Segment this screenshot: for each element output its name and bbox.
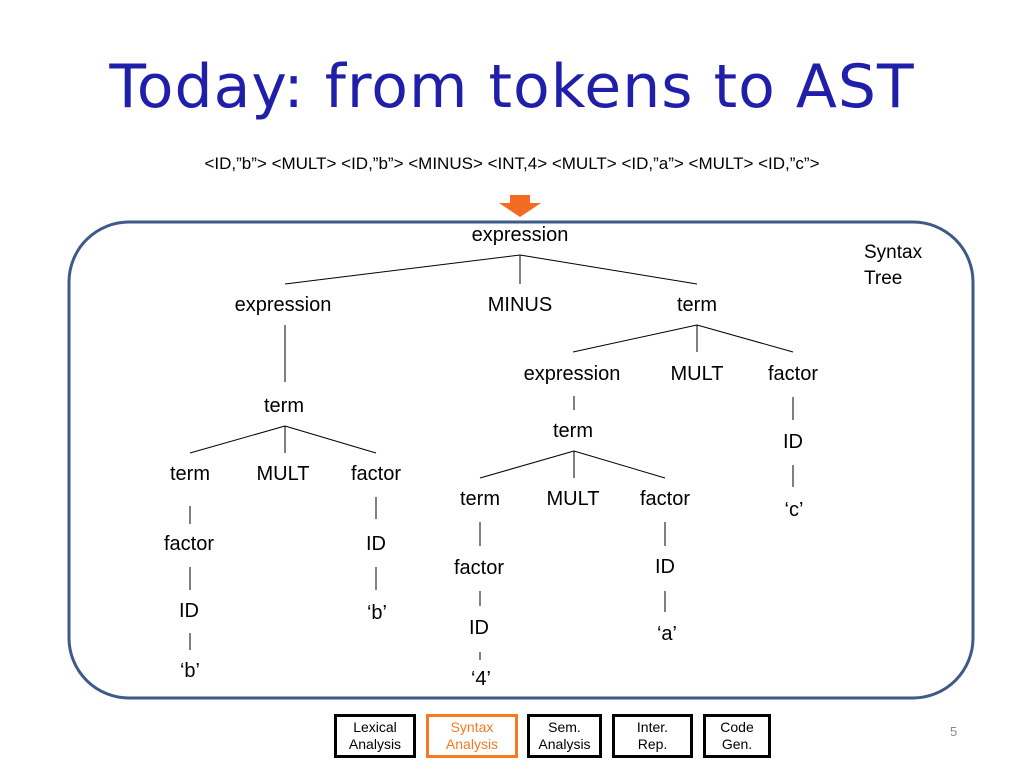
tree-node-factor: factor (453, 557, 505, 579)
tree-node-mult: MULT (670, 363, 724, 385)
tree-node-id: ID (655, 556, 675, 578)
tree-node-term: term (553, 420, 593, 442)
down-arrow-icon (499, 195, 541, 217)
syntax-tree-label-line1: Syntax (864, 242, 923, 263)
tree-node-factor: factor (639, 488, 691, 510)
stage-line1: Lexical (353, 719, 397, 735)
tree-node-root-expression: expression (471, 224, 569, 246)
stage-line2: Analysis (445, 736, 499, 752)
tree-node-leaf-4: ‘4’ (470, 668, 492, 690)
tree-node-id: ID (783, 431, 803, 453)
stage-line1: Inter. (636, 719, 669, 735)
tree-node-leaf-b: ‘b’ (366, 602, 388, 624)
tree-node-leaf-b: ‘b’ (179, 660, 201, 682)
tree-node-id: ID (179, 600, 199, 622)
edge (284, 254, 521, 285)
tree-node-expression: expression (234, 294, 332, 316)
stage-line2: Rep. (637, 736, 668, 752)
tree-node-term: term (170, 463, 210, 485)
tree-node-factor: factor (767, 363, 819, 385)
tree-node-term: term (677, 294, 717, 316)
syntax-tree-label: Syntax Tree (864, 240, 922, 292)
syntax-tree-label-line2: Tree (864, 268, 903, 289)
stage-line2: Analysis (538, 736, 591, 752)
tree-node-minus: MINUS (487, 294, 553, 316)
tree-node-term: term (460, 488, 500, 510)
edge (572, 324, 698, 353)
tree-node-factor: factor (350, 463, 402, 485)
stage-semantic-analysis: Sem.Analysis (527, 714, 602, 758)
page-number: 5 (950, 724, 958, 739)
edge (696, 324, 794, 353)
edge (573, 450, 666, 479)
stage-line2: Analysis (348, 736, 402, 752)
token-stream: <ID,”b”> <MULT> <ID,”b”> <MINUS> <INT,4>… (204, 154, 820, 173)
edge (519, 254, 698, 285)
tree-node-mult: MULT (546, 488, 600, 510)
edge (479, 450, 575, 479)
edge (189, 425, 286, 454)
tree-node-id: ID (469, 617, 489, 639)
tree-node-term: term (264, 395, 304, 417)
stage-line2: Gen. (721, 736, 753, 752)
tree-node-id: ID (366, 533, 386, 555)
stage-line1: Sem. (548, 719, 581, 735)
edge (284, 425, 377, 454)
slide-title: Today: from tokens to AST (109, 52, 915, 122)
tree-node-expression: expression (523, 363, 621, 385)
tree-edges (189, 254, 794, 660)
tree-node-mult: MULT (256, 463, 310, 485)
tree-node-leaf-c: ‘c’ (784, 499, 804, 521)
stage-line1: Code (720, 719, 754, 735)
stage-intermediate-rep: Inter.Rep. (612, 714, 693, 758)
stage-line1: Syntax (450, 719, 494, 735)
tree-node-factor: factor (163, 533, 215, 555)
tree-node-leaf-a: ‘a’ (656, 623, 678, 645)
syntax-tree-box (67, 220, 975, 700)
